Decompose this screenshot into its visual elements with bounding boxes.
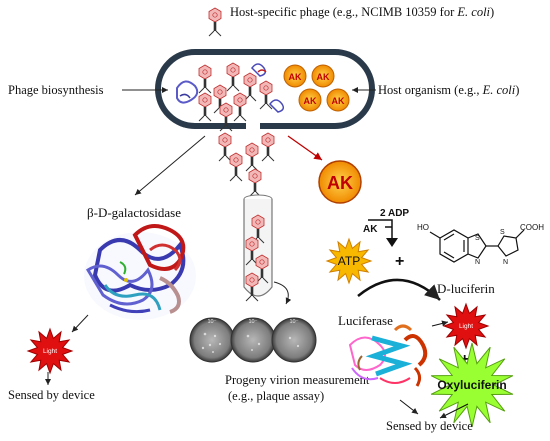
adp-arrow-head [386, 238, 398, 247]
svg-text:AK: AK [332, 96, 345, 106]
svg-text:Oxyluciferin: Oxyluciferin [437, 378, 506, 392]
ho-label: HO [417, 223, 429, 232]
svg-text:10⁻: 10⁻ [207, 319, 216, 325]
progeny-line1: Progeny virion measurement [225, 373, 370, 387]
plate-3 [271, 317, 317, 363]
oxyluciferin-burst-icon: Oxyluciferin [430, 342, 514, 428]
svg-text:AK: AK [327, 173, 353, 193]
svg-text:AK: AK [317, 72, 330, 82]
protein-blobs [176, 63, 285, 113]
reaction-arrow [357, 278, 441, 301]
cooh-label: COOH [520, 223, 544, 232]
svg-text:Light: Light [43, 348, 57, 355]
n-atom-2: N [503, 259, 508, 266]
ak-enzyme-icon: AK [318, 160, 362, 204]
released-phages [218, 132, 275, 198]
d-luciferin-label: D-luciferin [437, 281, 495, 296]
adp-arrow-line [368, 219, 393, 242]
svg-text:Light: Light [459, 323, 473, 330]
progeny-line2: (e.g., plaque assay) [228, 389, 324, 403]
svg-text:10⁻: 10⁻ [248, 319, 257, 325]
test-tube-icon [243, 194, 273, 302]
luciferase-structure-icon [348, 324, 428, 387]
host-organism-label: Host organism (e.g., E. coli) [378, 83, 519, 97]
arrow-to-ak [287, 135, 323, 161]
ak-small-label: AK [363, 224, 378, 235]
galactosidase-label: β-D-galactosidase [87, 205, 181, 220]
light-burst-left-icon: Light [26, 327, 74, 375]
plus-1: + [395, 253, 404, 270]
phage-label: Host-specific phage (e.g., NCIMB 10359 f… [230, 5, 494, 19]
svg-text:ATP: ATP [338, 254, 360, 268]
arrow-to-light-left [71, 314, 89, 333]
d-luciferin-structure [429, 229, 525, 263]
s-atom-2: S [500, 229, 505, 236]
n-atom-1: N [475, 259, 480, 266]
arrow-to-plates [273, 281, 292, 305]
cell-opening [246, 121, 260, 129]
sensed-by-device-left: Sensed by device [8, 388, 95, 402]
two-adp-label: 2 ADP [380, 208, 409, 219]
atp-burst-icon: ATP [325, 237, 373, 285]
galactosidase-structure-icon [84, 224, 196, 320]
ak-cluster: AK AK AK AK [283, 64, 350, 112]
plaque-assay-plates: 10⁻ 10⁻ 10⁻ [189, 317, 317, 363]
luciferase-label: Luciferase [338, 313, 393, 328]
arrow-luciferase-to-device [399, 399, 419, 415]
host-specific-phage-icon [208, 7, 222, 37]
phage-biosynthesis-label: Phage biosynthesis [8, 83, 104, 97]
plus-2: + [460, 351, 469, 368]
arrow-luciferase-to-light [431, 320, 449, 327]
svg-text:AK: AK [289, 72, 302, 82]
svg-text:10⁻: 10⁻ [289, 319, 298, 325]
light-burst-right-icon: Light [442, 302, 490, 350]
arrow-oxy-to-device [439, 403, 469, 419]
svg-text:AK: AK [304, 96, 317, 106]
sensed-by-device-right: Sensed by device [386, 419, 473, 433]
arrow-to-galactosidase [134, 135, 206, 196]
s-atom-1: S [475, 235, 480, 242]
